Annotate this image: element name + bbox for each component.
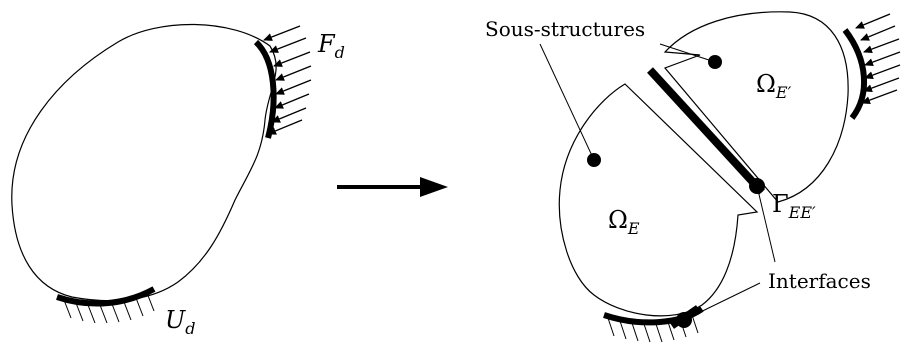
transform-arrow <box>337 177 448 197</box>
original-domain-outline <box>11 23 277 302</box>
displacement-boundary <box>56 286 156 307</box>
force-arrows-substructure <box>855 13 901 104</box>
displacement-hatching <box>63 292 155 324</box>
displacement-hatching-substructure <box>607 314 699 343</box>
interfaces-label: Interfaces <box>768 269 871 293</box>
original-structure: Fd Ud <box>11 23 345 338</box>
force-label: Fd <box>317 30 345 62</box>
force-arrows <box>263 25 312 135</box>
interface-bar <box>647 67 765 195</box>
force-boundary <box>253 39 277 139</box>
gamma-label: ΓEE′ <box>772 190 816 222</box>
substructure-e-outline <box>558 83 759 317</box>
displacement-label: Ud <box>165 306 195 338</box>
substructures-label: Sous-structures <box>485 17 645 41</box>
leader-lines <box>539 43 776 321</box>
omega-e-label: ΩE <box>608 206 640 238</box>
substructure-e-prime-outline <box>663 11 849 203</box>
omega-e-prime-label: ΩE′ <box>756 70 792 102</box>
force-boundary-substructure <box>842 28 868 120</box>
decomposed-structure: Sous-structures Interfaces ΩE ΩE′ ΓEE′ <box>485 11 901 343</box>
